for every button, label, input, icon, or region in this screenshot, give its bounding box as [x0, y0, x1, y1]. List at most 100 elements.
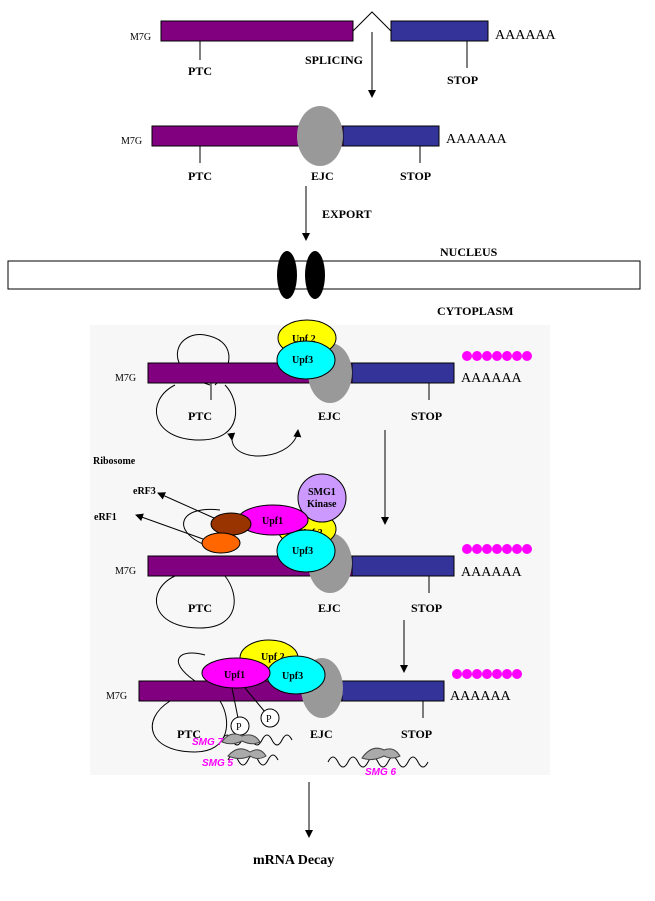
smg1-label: SMG1 [308, 487, 336, 498]
pabp-protein [482, 351, 492, 361]
upf3-label: Upf3 [292, 546, 313, 557]
ptc-label: PTC [177, 727, 201, 741]
smg1-kinase [297, 473, 347, 523]
ribosome-label: Ribosome [93, 456, 136, 467]
cap-m7g: M7G [106, 691, 127, 702]
pabp-protein [472, 544, 482, 554]
cap-m7g: M7G [115, 373, 136, 384]
phosphate-1-label: P [236, 722, 242, 733]
mrna-decay-label: mRNA Decay [253, 853, 334, 868]
pabp-protein [482, 669, 492, 679]
ribosome-loop-lower [155, 384, 236, 441]
ejc-complex [297, 106, 343, 166]
upf2-label: Upf 2 [292, 334, 316, 345]
ejc-label: EJC [310, 727, 333, 741]
smg5-protein [227, 748, 267, 759]
ptc-label: PTC [188, 169, 212, 183]
pabp-protein [502, 351, 512, 361]
ribosome-loop-lower [151, 700, 228, 753]
splicing-label: SPLICING [305, 53, 363, 67]
export-label: EXPORT [322, 207, 372, 221]
stop-label: STOP [401, 727, 432, 741]
erf3-label: eRF3 [133, 486, 156, 497]
pabp-protein [522, 351, 532, 361]
erf1-label: eRF1 [94, 512, 117, 523]
ejc-label: EJC [311, 169, 334, 183]
stage-decay-recruitment: M7G Upf 2 Upf3 Upf1 P P AAAAAA PTC EJC S… [106, 639, 512, 778]
phospho-link-2 [244, 687, 266, 713]
pabp-protein [462, 669, 472, 679]
pabp-protein [472, 351, 482, 361]
smg7-protein [221, 733, 261, 745]
smg1-kinase-label: Kinase [307, 499, 337, 510]
poly-a-tail: AAAAAA [461, 565, 523, 580]
erf3-factor [210, 512, 252, 536]
cap-m7g: M7G [121, 136, 142, 147]
phospho-link-1 [231, 687, 239, 719]
stage-spliced-mrna: M7G AAAAAA PTC EJC STOP EXPORT [121, 106, 508, 241]
nuclear-pore-right [305, 251, 325, 299]
erf3-release-arrow [157, 492, 215, 519]
intron [352, 11, 392, 32]
upf3-protein [276, 340, 336, 380]
smg6-protein [361, 747, 401, 761]
pabp-protein [512, 351, 522, 361]
nuclear-envelope: NUCLEUS CYTOPLASM [7, 245, 641, 318]
exon-2 [351, 555, 455, 577]
stop-label: STOP [411, 601, 442, 615]
exon-2 [390, 20, 489, 42]
upf3-protein [276, 529, 336, 573]
pabp-protein [472, 669, 482, 679]
poly-a-tail: AAAAAA [446, 132, 508, 147]
stage-ribosome-scanning: M7G Upf 2 Upf3 AAAAAA PTC EJC STOP Ribos… [93, 319, 523, 525]
smg7-label: SMG 7 [192, 737, 224, 748]
pabp-protein [452, 669, 462, 679]
pabp-row-3 [452, 669, 522, 679]
pabp-protein [512, 669, 522, 679]
erf1-factor [201, 532, 241, 554]
cytoplasm-label: CYTOPLASM [437, 304, 513, 318]
erf1-release-arrow [135, 513, 204, 540]
pabp-protein [482, 544, 492, 554]
upf3-label: Upf3 [282, 671, 303, 682]
rna-fragment-3 [327, 756, 429, 768]
upf2-label: Upf 2 [261, 652, 285, 663]
cap-m7g: M7G [130, 32, 151, 43]
upf3-label: Upf3 [292, 355, 313, 366]
poly-a-tail: AAAAAA [495, 28, 557, 43]
pabp-protein [492, 544, 502, 554]
poly-a-tail: AAAAAA [450, 689, 512, 704]
pabp-row-1 [462, 351, 532, 361]
pabp-protein [492, 669, 502, 679]
phosphate-2 [260, 708, 280, 728]
cap-m7g: M7G [115, 566, 136, 577]
pabp-protein [492, 351, 502, 361]
smg6-label: SMG 6 [365, 767, 397, 778]
poly-a-tail: AAAAAA [461, 371, 523, 386]
smg5-label: SMG 5 [202, 758, 234, 769]
phosphate-2-label: P [266, 714, 272, 725]
ejc-label: EJC [318, 409, 341, 423]
scanning-arrow [227, 429, 302, 457]
stop-label: STOP [447, 73, 478, 87]
upf1-label: Upf1 [262, 516, 283, 527]
pabp-protein [462, 351, 472, 361]
pabp-protein [502, 544, 512, 554]
pabp-protein [462, 544, 472, 554]
nuclear-pore-left [277, 251, 297, 299]
ptc-label: PTC [188, 64, 212, 78]
ptc-label: PTC [188, 409, 212, 423]
pabp-protein [522, 544, 532, 554]
ptc-label: PTC [188, 601, 212, 615]
ribosome-loop-upper [177, 652, 206, 682]
stage-pre-mrna: M7G AAAAAA PTC STOP SPLICING [130, 11, 557, 98]
stop-label: STOP [400, 169, 431, 183]
upf1-label: Upf1 [224, 670, 245, 681]
pabp-row-2 [462, 544, 532, 554]
ejc-label: EJC [318, 601, 341, 615]
stop-label: STOP [411, 409, 442, 423]
upf1-protein [201, 657, 271, 689]
pabp-protein [502, 669, 512, 679]
